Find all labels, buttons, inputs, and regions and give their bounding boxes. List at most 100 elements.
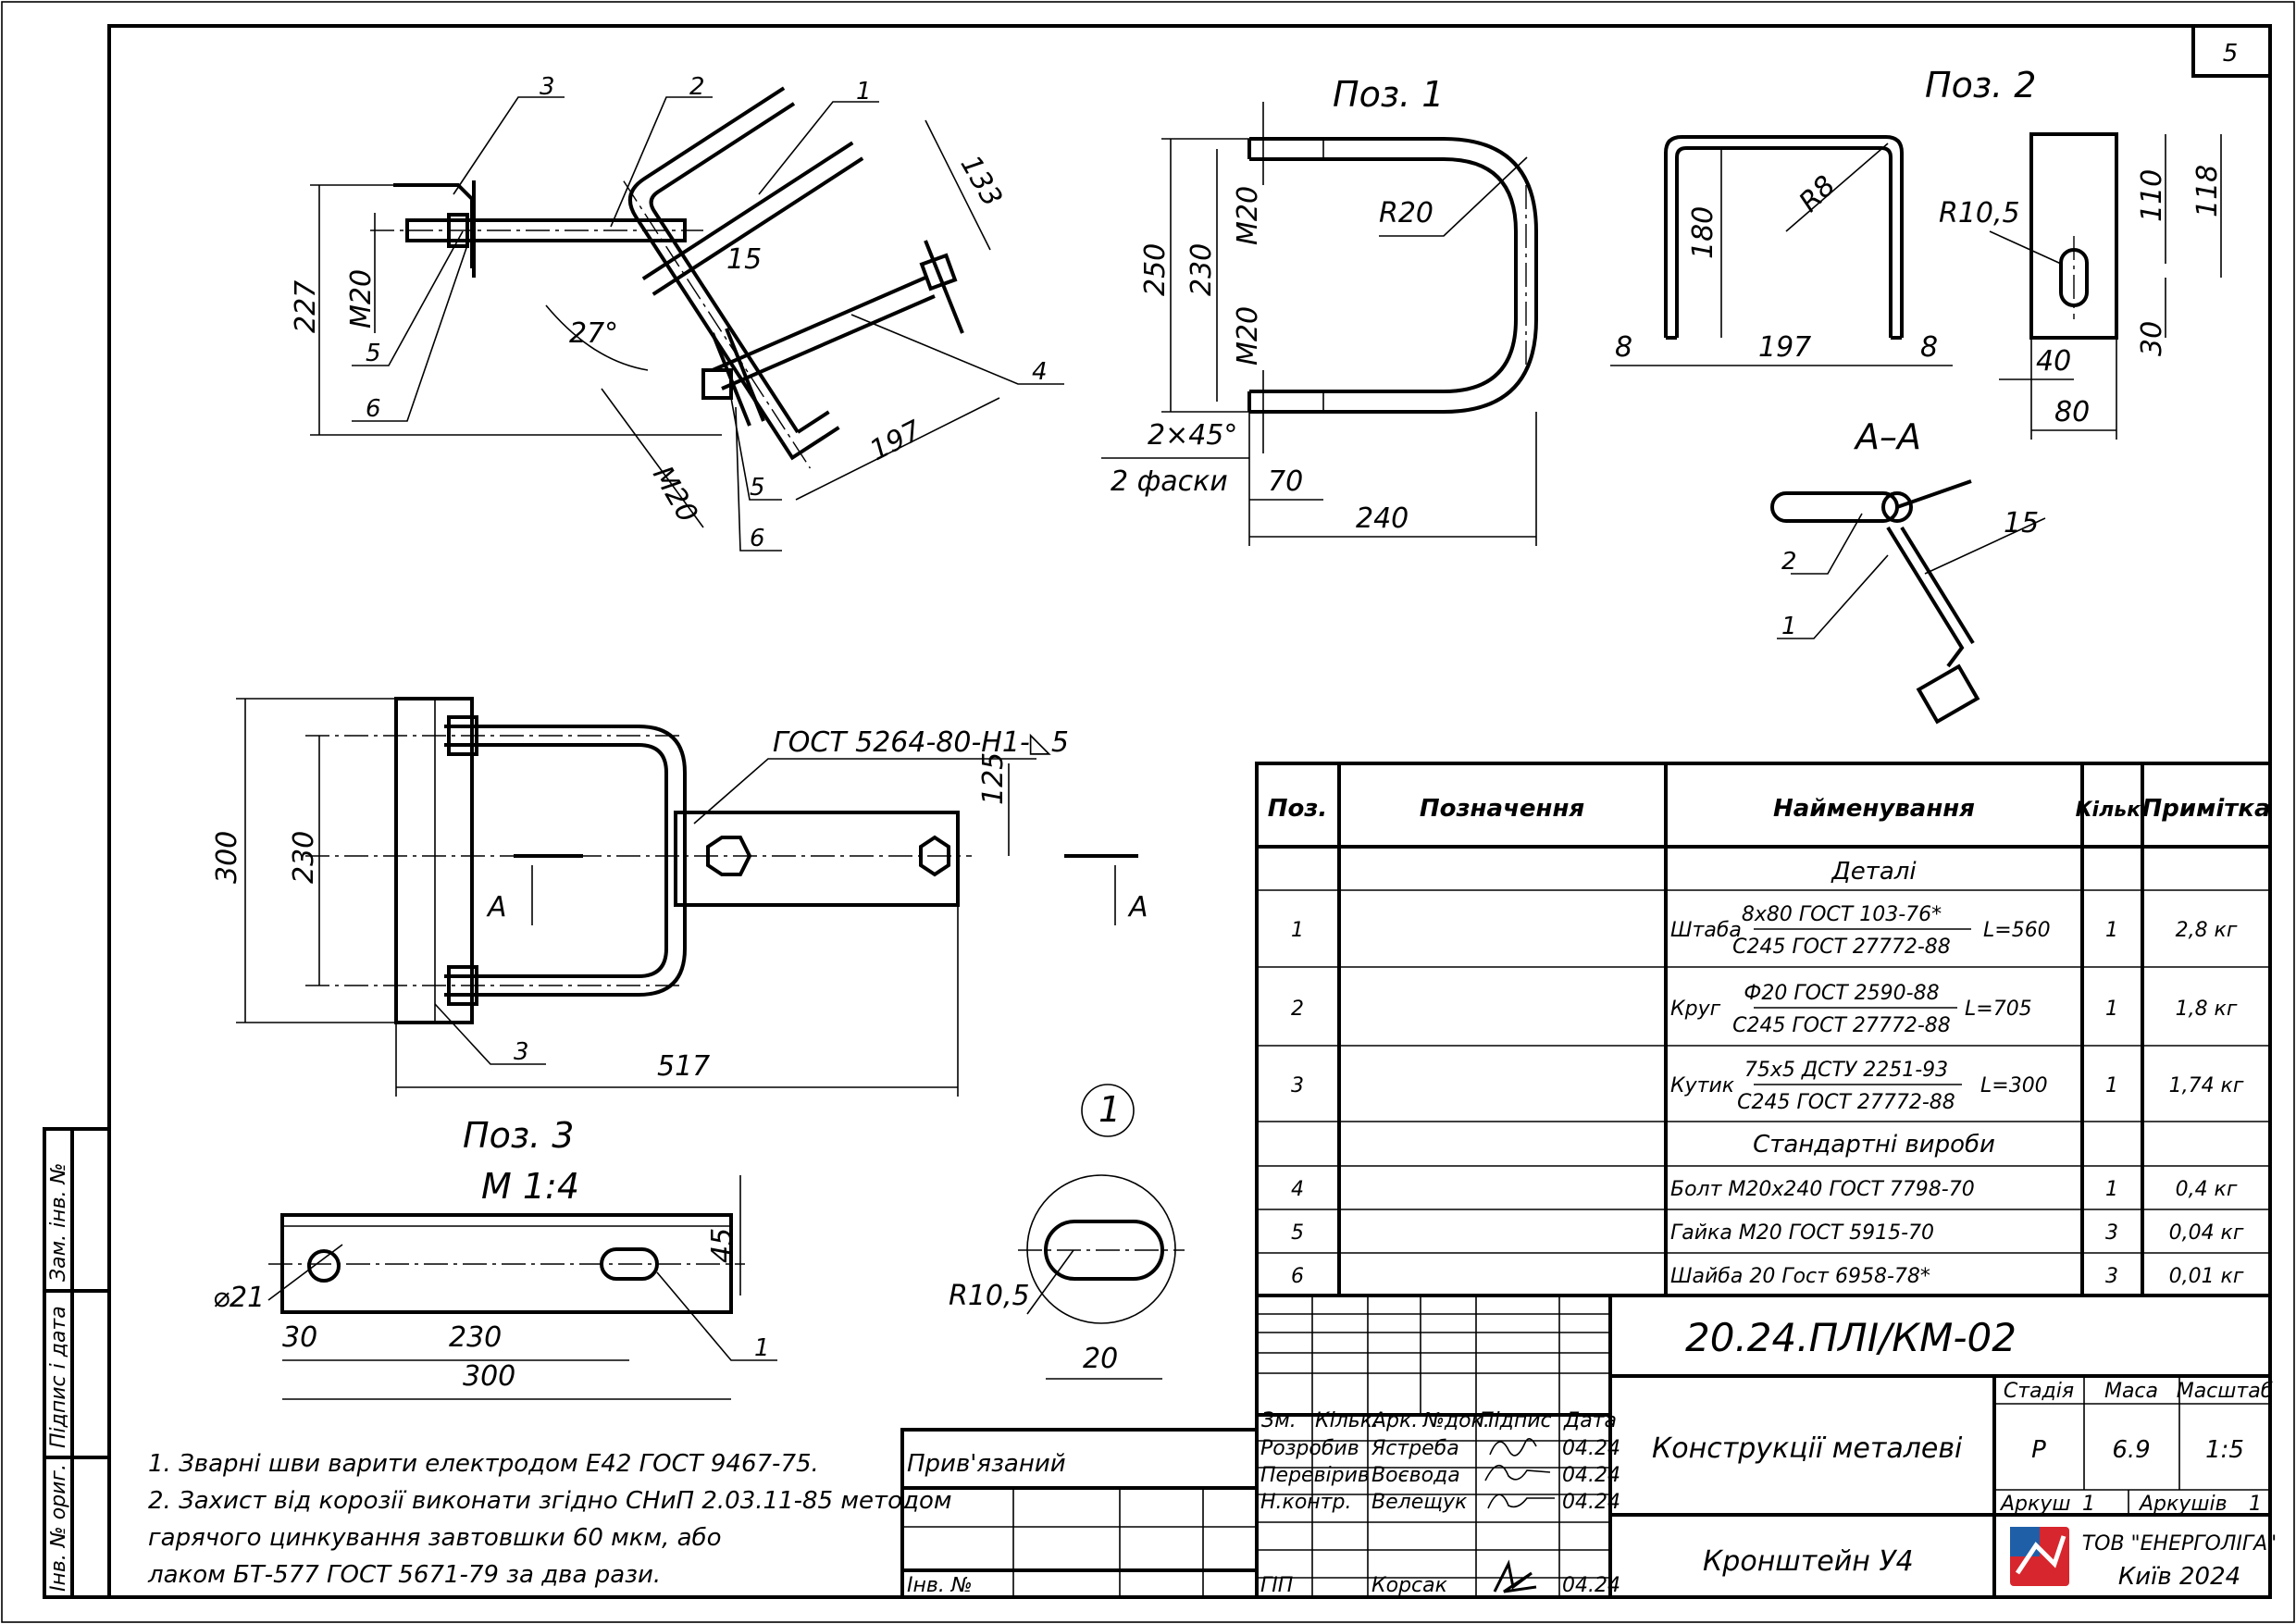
- section-mark-a-right: А: [1127, 891, 1148, 924]
- company-logo: [2010, 1527, 2069, 1586]
- poz3-title: Поз. 3: [463, 1115, 574, 1156]
- col-header-ark: Арк.: [1371, 1409, 1418, 1432]
- poz3-dim-30: 30: [282, 1321, 317, 1354]
- spec-table: Поз. Позначення Найменування Кільк. Прим…: [1255, 762, 2272, 1297]
- spec-std-2-note: 0,04 кг: [2169, 1221, 2244, 1245]
- spec-row-2-name-post: L=705: [1965, 998, 2032, 1021]
- sheets-label: Аркушів: [2138, 1493, 2228, 1516]
- note-4: лаком БТ-577 ГОСТ 5671-79 за два рази.: [147, 1561, 661, 1589]
- date-pereviryv: 04.24: [1562, 1464, 1620, 1487]
- poz1-dim-70: 70: [1268, 465, 1303, 498]
- poz1-dim-r20: R20: [1379, 197, 1433, 229]
- spec-std-2-name: Гайка М20 ГОСТ 5915-70: [1670, 1221, 1934, 1245]
- spec-std-2-qty: 3: [2105, 1221, 2118, 1245]
- spec-row-3-num: 75х5 ДСТУ 2251-93: [1744, 1059, 1948, 1082]
- section-callout-1: 1: [1781, 613, 1797, 640]
- doc-code: 20.24.ПЛІ/КМ-02: [1685, 1315, 2017, 1360]
- iso-callout-1: 1: [856, 78, 872, 105]
- plan-dim-230: 230: [288, 831, 320, 884]
- spec-row-3-name-post: L=300: [1980, 1074, 2048, 1097]
- poz1-dim-m20a: M20: [1232, 186, 1264, 245]
- spec-header-name: Найменування: [1773, 795, 1975, 823]
- sheet-value: 1: [2082, 1493, 2095, 1516]
- poz2-dim-30: 30: [2136, 321, 2168, 356]
- spec-row-2-note: 1,8 кг: [2176, 998, 2238, 1021]
- poz2-dim-8a: 8: [1615, 331, 1632, 364]
- poz3-dim-300: 300: [463, 1360, 515, 1393]
- weld-note: ГОСТ 5264-80-Н1-◺5: [773, 726, 1069, 759]
- spec-row-1-name-pre: Штаба: [1670, 919, 1742, 942]
- section-title: А–А: [1853, 416, 1921, 457]
- spec-std-3-name: Шайба 20 Гост 6958-78*: [1670, 1265, 1930, 1288]
- spec-row-1-pos: 1: [1291, 919, 1304, 942]
- iso-callout-4: 4: [1032, 358, 1048, 386]
- spec-row-2-qty: 1: [2105, 998, 2118, 1021]
- sheet-label: Аркуш: [1999, 1493, 2070, 1516]
- iso-view: 227 M20 15 27° 133 197 M20 3 2 1 5 6 4 5…: [290, 73, 1064, 552]
- col-header-pidpys: Підпис: [1479, 1409, 1552, 1432]
- spec-row-1-num: 8х80 ГОСТ 103-76*: [1742, 903, 1942, 926]
- spec-row-3-den: С245 ГОСТ 27772-88: [1737, 1091, 1955, 1114]
- section-dim-15: 15: [2004, 507, 2039, 539]
- spec-row-2-den: С245 ГОСТ 27772-88: [1732, 1014, 1951, 1037]
- name-nkontr: Велещук: [1371, 1491, 1468, 1514]
- detail-label: 1: [1098, 1089, 1121, 1130]
- note-3: гарячого цинкування завтовшки 60 мкм, аб…: [148, 1524, 721, 1552]
- item-name: Кронштейн У4: [1703, 1545, 1914, 1578]
- spec-std-3-pos: 6: [1291, 1265, 1304, 1288]
- note-2: 2. Захист від корозії виконати згідно СН…: [148, 1487, 952, 1515]
- name-rozrobyv: Ястреба: [1371, 1437, 1459, 1460]
- date-nkontr: 04.24: [1562, 1491, 1620, 1514]
- poz2-view: Поз. 2 180 R8 8 197 8 R10,5 110 118 30 4…: [1610, 65, 2224, 440]
- poz1-title: Поз. 1: [1333, 74, 1444, 115]
- sheet-number-box: [2191, 24, 2272, 78]
- role-gip: ГІП: [1260, 1574, 1293, 1597]
- spec-row-1-qty: 1: [2105, 919, 2118, 942]
- mass-value: 6.9: [2112, 1436, 2150, 1464]
- signature-gip: [1493, 1559, 1537, 1593]
- company-name: ТОВ "ЕНЕРГОЛІГА": [2082, 1532, 2277, 1556]
- spec-row-1-note: 2,8 кг: [2176, 919, 2238, 942]
- scale-value: 1:5: [2205, 1436, 2244, 1464]
- spec-std-1-note: 0,4 кг: [2176, 1178, 2238, 1201]
- spec-row-3-note: 1,74 кг: [2169, 1074, 2244, 1097]
- role-nkontr: Н.контр.: [1260, 1491, 1351, 1514]
- spec-std-3-qty: 3: [2105, 1265, 2118, 1288]
- poz2-dim-80: 80: [2054, 396, 2090, 428]
- spec-row-1-den: С245 ГОСТ 27772-88: [1732, 936, 1951, 959]
- plan-callout-3: 3: [514, 1038, 529, 1066]
- section-mark-a-left: А: [486, 891, 507, 924]
- stage-value: Р: [2031, 1436, 2046, 1464]
- dim-iso-m20: M20: [345, 269, 378, 329]
- spec-row-3-pos: 3: [1291, 1074, 1304, 1097]
- poz3-callout-1: 1: [754, 1334, 770, 1362]
- dim-iso-m20b: M20: [646, 461, 703, 528]
- side-stamp: Зам. інв. № Підпис і дата Інв. № ориг.: [43, 1127, 111, 1599]
- poz1-dim-230: 230: [1185, 243, 1218, 296]
- section-callout-2: 2: [1781, 548, 1797, 576]
- spec-std-1-name: Болт М20х240 ГОСТ 7798-70: [1670, 1178, 1975, 1201]
- detail-dim-20: 20: [1083, 1343, 1118, 1375]
- poz2-dim-118: 118: [2191, 165, 2224, 217]
- side-stamp-inv: Інв. № ориг.: [47, 1464, 70, 1592]
- signature-pereviryv: [1484, 1464, 1551, 1481]
- poz2-dim-197: 197: [1758, 331, 1811, 364]
- sheet-number: 5: [2223, 40, 2239, 68]
- binding-block: Прив'язаний Інв. №: [900, 1428, 1259, 1599]
- poz2-title: Поз. 2: [1925, 65, 2036, 105]
- section-aa-view: А–А 2 1 15: [1770, 416, 2046, 725]
- poz1-dim-chamfer: 2×45°: [1148, 419, 1237, 452]
- title-block: 20.24.ПЛІ/КМ-02 Зм. Кільк. Арк. №док. Пі…: [1255, 1294, 2277, 1599]
- iso-callout-6b: 6: [750, 525, 765, 552]
- dim-iso-133: 133: [954, 150, 1009, 212]
- plan-view: А А 300 230 125 ГОСТ 5264-80-Н1-◺5 517 3: [211, 697, 1148, 1097]
- plan-dim-300: 300: [211, 831, 243, 884]
- dim-iso-angle: 27°: [569, 317, 618, 350]
- binding-inv-label: Інв. №: [907, 1574, 973, 1597]
- iso-callout-5b: 5: [750, 474, 765, 502]
- poz1-dim-250: 250: [1139, 243, 1172, 296]
- poz1-view: Поз. 1 250 230 M20 M20 R20 2×45° 2 фаски…: [1101, 74, 1538, 546]
- side-stamp-pidpys: Підпис і дата: [47, 1306, 70, 1448]
- poz3-dim-dia21: ⌀21: [213, 1282, 265, 1314]
